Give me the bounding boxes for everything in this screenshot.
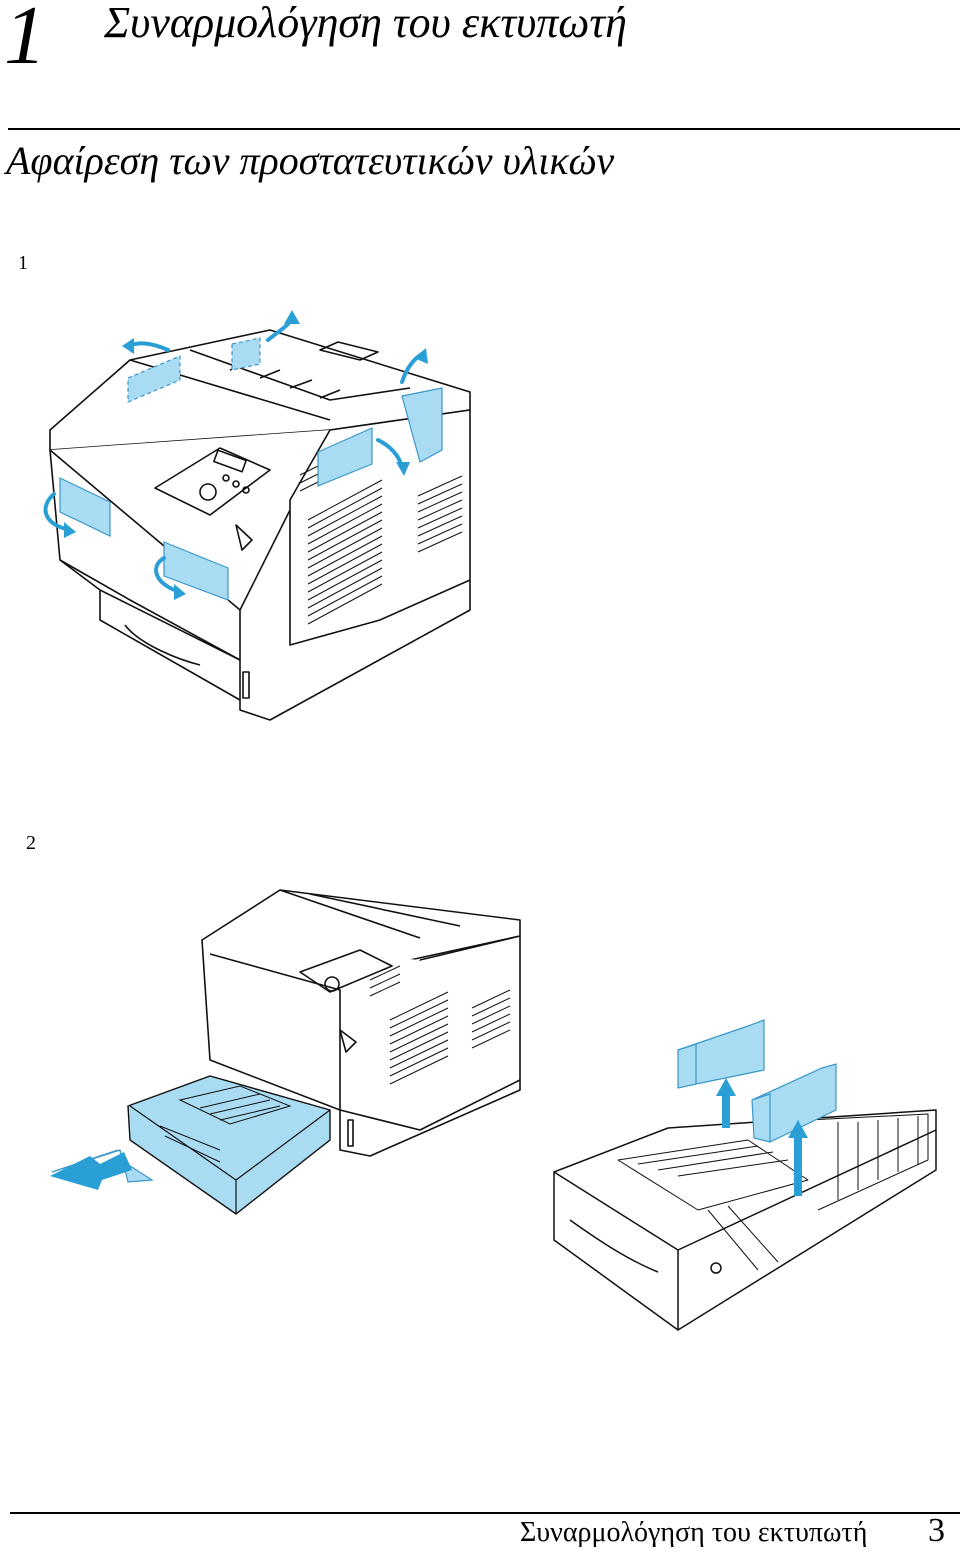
section-heading: Αφαίρεση των προστατευτικών υλικών: [6, 138, 615, 183]
tape-icon: [677, 1019, 837, 1143]
printer-tray-pullout-figure: [50, 889, 521, 1215]
chapter-number: 1: [4, 0, 46, 82]
printer-tape-removal-figure: [43, 310, 471, 721]
step-number-2: 2: [26, 832, 36, 854]
arrow-icon: [50, 1149, 154, 1190]
step-number-1: 1: [18, 252, 28, 274]
tape-icon: [59, 337, 443, 601]
tray-insert-removal-figure: [553, 1019, 937, 1331]
footer-divider: [10, 1512, 960, 1514]
paper-tray-illustration: [127, 1075, 331, 1215]
arrow-icon: [716, 1078, 808, 1196]
chapter-divider: [8, 128, 960, 130]
page-number: 3: [928, 1512, 945, 1549]
footer-title: Συναρμολόγηση του εκτυπωτή: [520, 1517, 868, 1548]
chapter-title: Συναρμολόγηση του εκτυπωτή: [104, 0, 627, 47]
